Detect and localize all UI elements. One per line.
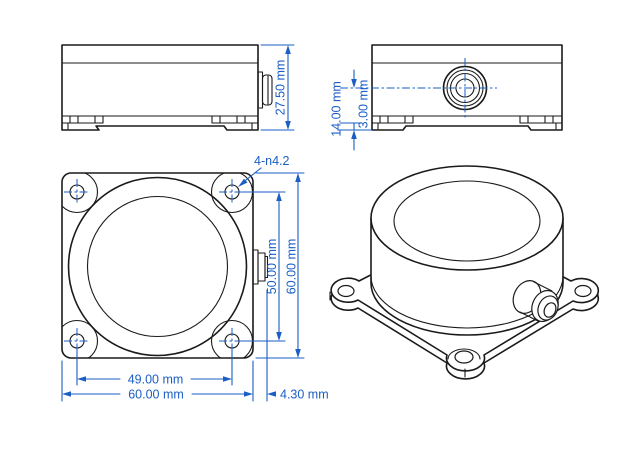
- iso-connector: [512, 280, 559, 323]
- back-body-outline: [371, 44, 563, 131]
- iso-ear-hole-front: [454, 350, 474, 364]
- iso-plate-corner-edges: [329, 291, 599, 378]
- dim-hole-pitch-vertical: 50.00 mm: [242, 191, 286, 342]
- dim-hole-callout: 4-n4.2: [238, 154, 289, 187]
- top-connector: [252, 249, 269, 285]
- top-cylinder-inner-circle: [86, 195, 229, 338]
- dim-overall-height: 60.00 mm: [255, 172, 305, 359]
- iso-cylinder-top-chamfer: [393, 180, 541, 262]
- isometric-view: [329, 165, 600, 380]
- side-connector: [257, 71, 273, 109]
- dim-back-connector-height: 14.00 mm 3.00 mm: [329, 69, 373, 151]
- top-base-plate: [61, 172, 254, 359]
- iso-front-ear-scallop: [447, 348, 481, 360]
- iso-ear-hole-right: [574, 284, 592, 298]
- side-foot-tabs-left: [61, 115, 104, 130]
- iso-connector-bore: [543, 302, 557, 318]
- overall-width-label: 60.00 mm: [128, 388, 184, 402]
- top-view: 4-n4.2 50.00 mm 60.00 mm 49.00 mm: [61, 154, 329, 402]
- hole-pitch-h-label: 49.00 mm: [128, 373, 184, 387]
- back-foot-tabs-left: [371, 115, 414, 130]
- overall-height-label: 60.00 mm: [284, 239, 298, 295]
- iso-cylinder-top: [370, 165, 564, 271]
- dim-side-overall-height: 27.50 mm: [260, 44, 295, 131]
- dim-connector-protrusion: 4.30 mm: [266, 289, 329, 402]
- back-base-thickness-label: 3.00 mm: [356, 80, 370, 129]
- top-mounting-holes: [64, 179, 245, 354]
- side-view: 27.50 mm: [61, 44, 295, 131]
- iso-ear-hole-left: [337, 284, 355, 298]
- side-height-label: 27.50 mm: [273, 60, 287, 116]
- back-connector-centerlines: [340, 58, 497, 119]
- hole-pitch-v-label: 50.00 mm: [265, 239, 279, 295]
- dim-overall-width: 60.00 mm: [61, 360, 254, 402]
- top-corner-pads: [62, 173, 253, 358]
- hole-callout-label: 4-n4.2: [254, 154, 289, 168]
- back-view: 14.00 mm 3.00 mm: [329, 44, 563, 151]
- side-body-outline: [61, 44, 259, 131]
- side-foot-tabs-right: [211, 115, 259, 130]
- back-center-height-label: 14.00 mm: [329, 81, 343, 137]
- top-cylinder-outer-circle: [67, 176, 248, 357]
- dim-hole-pitch-horizontal: 49.00 mm: [76, 349, 233, 387]
- back-foot-tabs-right: [519, 115, 563, 130]
- connector-protrusion-label: 4.30 mm: [280, 388, 329, 402]
